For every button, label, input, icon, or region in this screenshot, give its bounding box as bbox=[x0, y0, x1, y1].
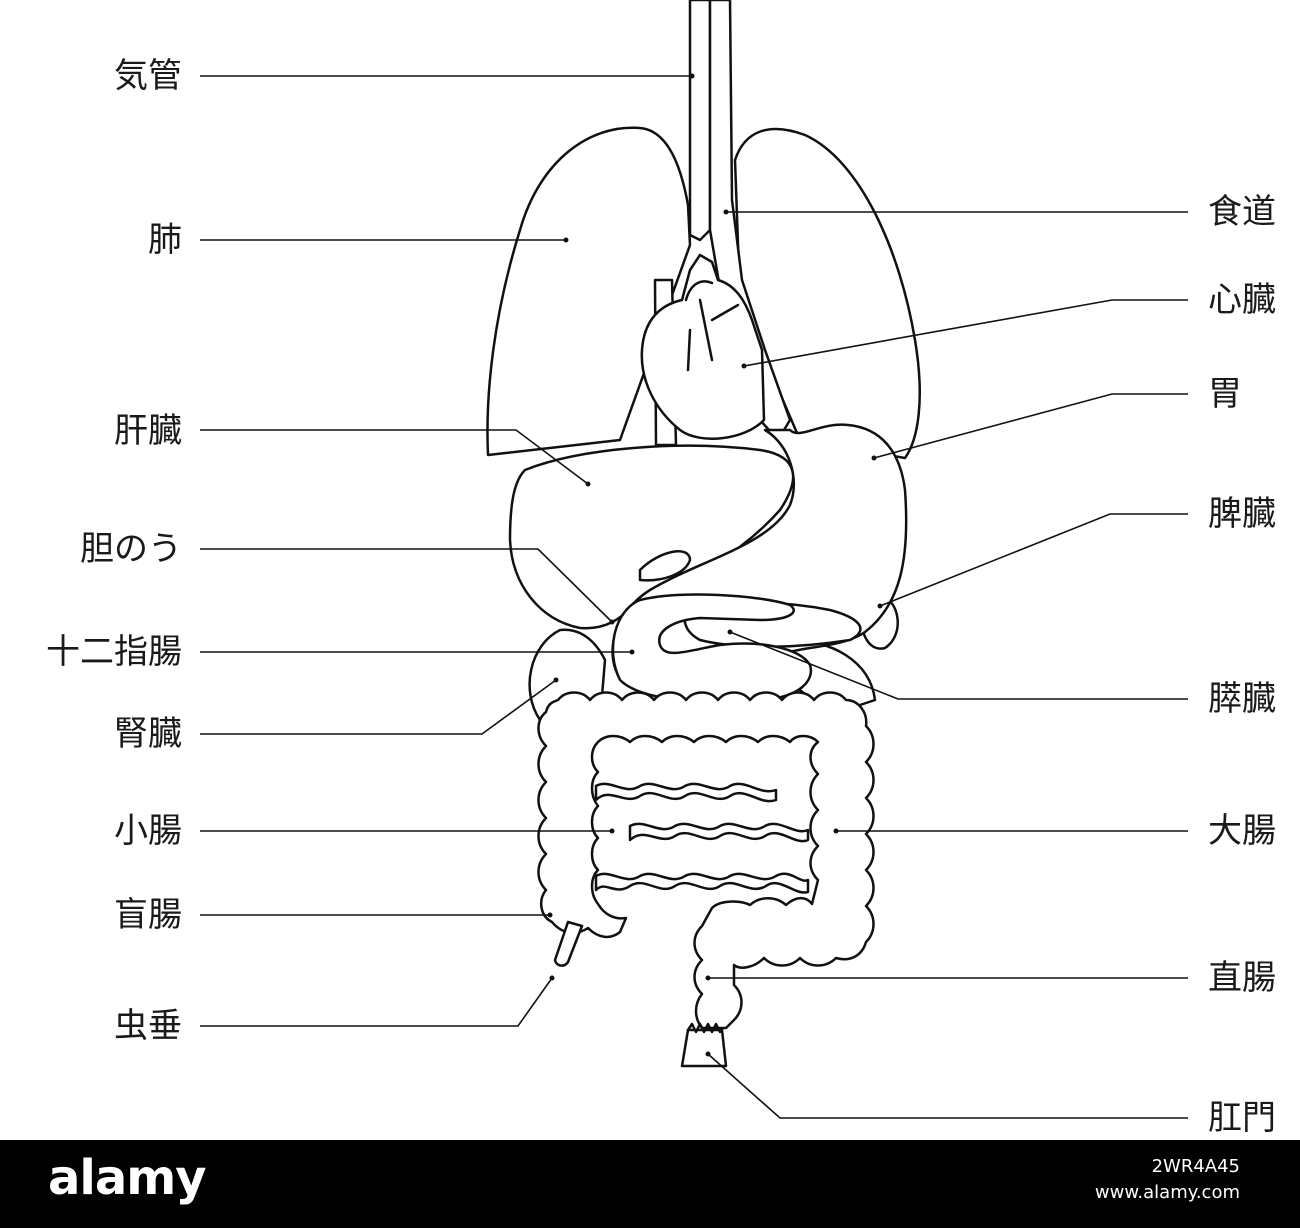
leader-heart bbox=[743, 299, 1188, 367]
dot-rectum bbox=[705, 975, 711, 981]
label-pancreas: 膵臓 bbox=[1208, 679, 1276, 719]
dot-cecum bbox=[547, 912, 553, 918]
label-liver: 肝臓 bbox=[114, 411, 182, 451]
anatomy-diagram: 気管 肺 肝臓 胆のう 十二指腸 腎臓 小腸 盲腸 虫垂 食道 心臓 胃 脾臓 … bbox=[46, 0, 1276, 1138]
small-intestine-loop-2 bbox=[628, 822, 810, 843]
leader-spleen bbox=[879, 513, 1188, 607]
anus-shape bbox=[680, 1028, 728, 1068]
dot-stomach bbox=[871, 455, 877, 461]
small-intestine-loop-1 bbox=[594, 782, 778, 803]
label-esophagus: 食道 bbox=[1208, 192, 1276, 232]
dot-small-intestine bbox=[609, 828, 615, 834]
site-url-link[interactable]: www.alamy.com bbox=[1094, 1182, 1240, 1203]
dot-duodenum bbox=[629, 649, 635, 655]
dot-kidney bbox=[553, 677, 559, 683]
label-trachea: 気管 bbox=[114, 56, 182, 96]
leader-stomach bbox=[873, 393, 1188, 459]
leader-liver bbox=[200, 429, 589, 485]
dot-esophagus bbox=[723, 209, 729, 215]
label-stomach: 胃 bbox=[1208, 374, 1242, 414]
left-lung-shape bbox=[486, 126, 692, 457]
dot-appendix bbox=[549, 975, 555, 981]
footer-info: 2WR4A45 www.alamy.com bbox=[1095, 1154, 1240, 1206]
leader-pancreas bbox=[729, 631, 1188, 700]
label-rectum: 直腸 bbox=[1208, 958, 1276, 998]
leader-gallbladder bbox=[200, 548, 613, 623]
image-id-text: 2WR4A45 bbox=[1151, 1156, 1240, 1177]
label-cecum: 盲腸 bbox=[114, 895, 182, 935]
appendix-shape bbox=[553, 920, 584, 967]
large-intestine-shape bbox=[537, 691, 875, 1030]
label-kidney: 腎臓 bbox=[114, 714, 182, 754]
label-duodenum: 十二指腸 bbox=[46, 632, 182, 672]
dot-large-intestine bbox=[833, 828, 839, 834]
dot-lung bbox=[563, 237, 569, 243]
dot-pancreas bbox=[727, 629, 733, 635]
label-anus: 肛門 bbox=[1208, 1098, 1276, 1138]
label-large-intestine: 大腸 bbox=[1208, 811, 1276, 851]
dot-spleen bbox=[877, 603, 883, 609]
label-appendix: 虫垂 bbox=[114, 1006, 182, 1046]
gallbladder-shape bbox=[638, 550, 692, 582]
trachea-shape bbox=[688, 0, 712, 242]
dot-liver bbox=[585, 481, 591, 487]
organ-illustration bbox=[200, 0, 1188, 1119]
dot-anus bbox=[705, 1051, 711, 1057]
small-intestine-loop-3 bbox=[594, 872, 810, 894]
dot-heart bbox=[741, 363, 747, 369]
leader-appendix bbox=[200, 977, 553, 1027]
label-gallbladder: 胆のう bbox=[80, 529, 182, 569]
dot-trachea bbox=[689, 73, 695, 79]
heart-vessel-shape bbox=[684, 280, 740, 372]
heart-shape bbox=[640, 253, 766, 440]
anus-fold-shape bbox=[686, 1022, 724, 1034]
duodenum-shape bbox=[611, 593, 813, 704]
alamy-logo[interactable]: alamy bbox=[48, 1150, 207, 1206]
label-spleen: 脾臓 bbox=[1208, 494, 1276, 534]
leader-anus bbox=[707, 1053, 1188, 1119]
leader-kidney bbox=[200, 679, 557, 735]
label-heart: 心臓 bbox=[1208, 280, 1276, 320]
watermark-footer: alamy 2WR4A45 www.alamy.com bbox=[0, 1140, 1300, 1228]
dot-gallbladder bbox=[609, 619, 615, 625]
label-lung: 肺 bbox=[148, 220, 182, 260]
label-small-intestine: 小腸 bbox=[114, 811, 182, 851]
